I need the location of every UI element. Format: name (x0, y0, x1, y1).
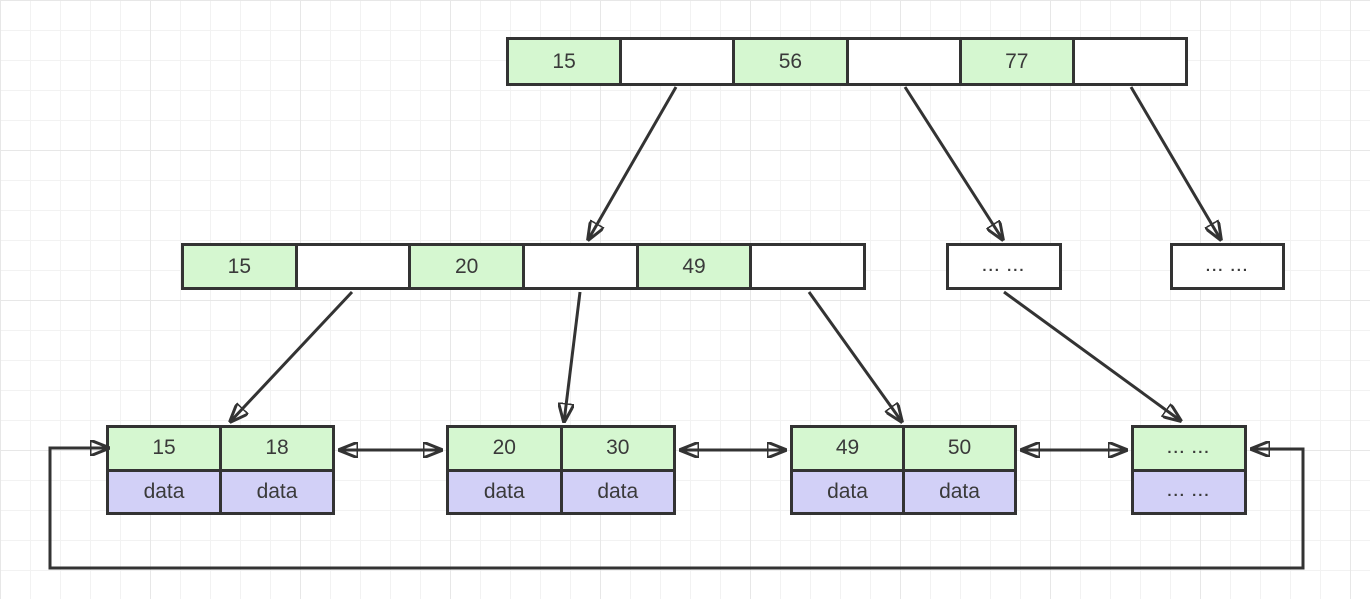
arrow-root-to-stub-2 (1129, 86, 1221, 240)
leaf-node: 20 30 data data (446, 425, 676, 515)
leaf-key-row: 49 50 (793, 428, 1014, 469)
leaf-data-row: data data (449, 468, 673, 512)
key-cell: 49 (635, 246, 750, 287)
arrow-root-to-internal (588, 86, 678, 240)
key-cell: 49 (793, 428, 902, 469)
key-cell: 20 (408, 246, 523, 287)
leaf-key-row: 15 18 (109, 428, 332, 469)
leaf-data-row: data data (109, 468, 332, 512)
data-cell: data (449, 471, 560, 512)
root-node: 15 56 77 (506, 37, 1188, 86)
data-cell: data (559, 471, 673, 512)
key-cell: 56 (732, 40, 846, 83)
ellipsis-cell: ... ... (982, 258, 1026, 275)
pointer-cell (294, 246, 409, 287)
data-cell: data (219, 471, 332, 512)
arrow-internal-to-leaf-1 (230, 290, 354, 422)
ellipsis-cell: ... ... (1205, 258, 1250, 275)
internal-node: 15 20 49 (181, 243, 866, 290)
key-cell: 77 (958, 40, 1072, 83)
data-cell: data (902, 471, 1014, 512)
key-cell: 15 (109, 428, 219, 469)
key-cell: 18 (219, 428, 332, 469)
leaf-key-row: ... ... (1134, 428, 1244, 469)
arrow-root-to-stub-1 (903, 86, 1003, 240)
key-cell: 15 (184, 246, 295, 287)
arrow-stub-to-leaf-4 (1003, 290, 1181, 421)
stub-node: ... ... (1170, 243, 1285, 290)
pointer-cell (619, 40, 733, 83)
arrow-internal-to-leaf-2 (564, 291, 582, 422)
pointer-cell (522, 246, 636, 287)
leaf-key-row: 20 30 (449, 428, 673, 469)
ellipsis-cell: ... ... (1134, 428, 1244, 469)
pointer-cell (1071, 40, 1186, 83)
leaf-data-row: ... ... (1134, 468, 1244, 512)
stub-node: ... ... (946, 243, 1062, 290)
leaf-data-row: data data (793, 468, 1014, 512)
data-cell: data (109, 471, 219, 512)
key-cell: 20 (449, 428, 560, 469)
key-cell: 50 (902, 428, 1014, 469)
pointer-cell (749, 246, 864, 287)
leaf-node: 15 18 data data (106, 425, 335, 515)
key-cell: 30 (559, 428, 673, 469)
data-cell: data (793, 471, 902, 512)
leaf-node: 49 50 data data (790, 425, 1017, 515)
key-cell: 15 (509, 40, 620, 83)
ellipsis-cell: ... ... (1134, 471, 1244, 512)
pointer-cell (845, 40, 959, 83)
arrow-internal-to-leaf-3 (807, 291, 902, 422)
leaf-node: ... ... ... ... (1131, 425, 1247, 515)
